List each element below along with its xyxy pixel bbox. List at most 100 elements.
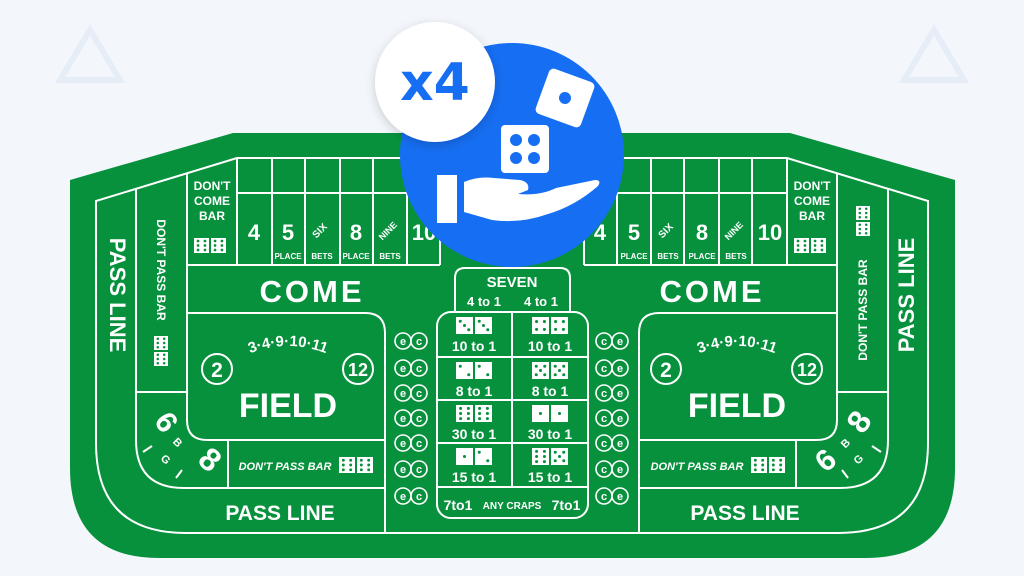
place-5[interactable]: 5 (282, 220, 294, 245)
die-pip (359, 468, 363, 472)
place-4[interactable]: 4 (248, 220, 261, 245)
die-6-icon (811, 238, 826, 253)
dont-pass-bar-side-right[interactable]: DON'T PASS BAR (856, 206, 870, 361)
ce-bet-e[interactable]: e (394, 332, 412, 350)
ce-bet-c[interactable]: c (410, 332, 428, 350)
any-craps-bet[interactable]: 7to1 ANY CRAPS 7to1 (444, 497, 581, 513)
ce-bet-e[interactable]: e (611, 487, 629, 505)
die-3-icon (456, 317, 473, 334)
ce-bet-c[interactable]: c (410, 384, 428, 402)
die-pip (761, 468, 765, 472)
proposition-bet[interactable]: 15 to 1 (452, 448, 497, 485)
proposition-box (436, 267, 589, 519)
die-pip (864, 223, 868, 227)
ce-bet-e[interactable]: e (611, 384, 629, 402)
ce-bet-c[interactable]: c (595, 487, 613, 505)
pass-line-bottom-right[interactable]: PASS LINE (690, 502, 799, 525)
die-pip (196, 248, 200, 252)
ce-bet-c[interactable]: c (595, 460, 613, 478)
place-10[interactable]: 10 (758, 220, 782, 245)
proposition-bet[interactable]: 30 to 1 (528, 405, 573, 442)
label: DON'T (794, 179, 832, 193)
ce-circle (611, 359, 629, 377)
place-5[interactable]: 5 (628, 220, 640, 245)
die-face (211, 238, 226, 253)
die-5-icon (551, 362, 568, 379)
die-pip (213, 239, 217, 243)
dice-pair-icon (794, 238, 826, 253)
proposition-bet[interactable]: 8 to 1 (532, 362, 569, 399)
ce-letter: c (601, 363, 607, 375)
die-pip (820, 239, 824, 243)
place-label: PLACE (274, 252, 302, 261)
ce-bet-c[interactable]: c (410, 487, 428, 505)
pass-line-side-right[interactable]: PASS LINE (894, 238, 919, 353)
ce-bet-c[interactable]: c (410, 434, 428, 452)
die-pip (858, 223, 862, 227)
die-pip (162, 357, 166, 361)
die-6-icon (339, 457, 355, 473)
dont-come-bar-left[interactable]: DON'T COME BAR (194, 179, 232, 253)
ce-bet-e[interactable]: e (394, 359, 412, 377)
ce-bet-e[interactable]: e (611, 359, 629, 377)
die-pip (858, 207, 862, 211)
seven-bet[interactable]: SEVEN 4 to 1 4 to 1 (467, 274, 558, 309)
die-pip (156, 353, 160, 357)
dont-pass-bar-side-left[interactable]: DON'T PASS BAR (154, 219, 168, 366)
ce-bet-c[interactable]: c (410, 359, 428, 377)
place-8[interactable]: 8 (350, 220, 362, 245)
ce-bet-c[interactable]: c (595, 332, 613, 350)
dont-pass-bar-bottom-right[interactable]: DON'T PASS BAR (651, 457, 785, 473)
field-circle-12 (342, 353, 374, 385)
proposition-bet[interactable]: 10 to 1 (528, 317, 573, 354)
proposition-bet[interactable]: 8 to 1 (456, 362, 493, 399)
ce-bet-e[interactable]: e (611, 409, 629, 427)
proposition-bet[interactable]: 15 to 1 (528, 448, 573, 485)
ce-bet-e[interactable]: e (394, 384, 412, 402)
ce-bet-c[interactable]: c (595, 359, 613, 377)
come-bet-right[interactable]: COME (660, 274, 765, 309)
die-pip (535, 320, 539, 324)
ce-bet-e[interactable]: e (394, 487, 412, 505)
ce-bet-c[interactable]: c (410, 409, 428, 427)
ce-bet-e[interactable]: e (611, 460, 629, 478)
die-pip (459, 417, 463, 421)
come-bet-left[interactable]: COME (260, 274, 365, 309)
die-pip (213, 248, 217, 252)
ce-bet-e[interactable]: e (394, 460, 412, 478)
hand-rolling-dice-icon (437, 68, 600, 223)
ce-bet-e[interactable]: e (394, 434, 412, 452)
ce-letter: c (416, 413, 422, 425)
dont-pass-bar-bottom-left[interactable]: DON'T PASS BAR (239, 457, 373, 473)
label: BAR (799, 209, 825, 223)
die-pip (557, 368, 562, 373)
dont-come-bar-right[interactable]: DON'T COME BAR (794, 179, 832, 253)
die-pip (538, 368, 543, 373)
proposition-bet[interactable]: 10 to 1 (452, 317, 497, 354)
die-6-icon (456, 405, 473, 422)
die-pip (485, 411, 489, 416)
table-lines-left (95, 157, 512, 534)
die-1-icon (551, 405, 568, 422)
ce-circle (611, 384, 629, 402)
die-pip (162, 337, 166, 341)
pass-line-bottom-left[interactable]: PASS LINE (225, 502, 334, 525)
die-face (154, 352, 168, 366)
ce-letter: c (601, 438, 607, 450)
ce-bet-e[interactable]: e (394, 409, 412, 427)
die-face (456, 362, 473, 379)
ce-bet-c[interactable]: c (410, 460, 428, 478)
ce-bet-e[interactable]: e (611, 332, 629, 350)
ce-bet-c[interactable]: c (595, 434, 613, 452)
pass-line-side-left[interactable]: PASS LINE (105, 238, 130, 353)
proposition-bet[interactable]: 30 to 1 (452, 405, 497, 442)
place-8[interactable]: 8 (696, 220, 708, 245)
die-pip (553, 459, 557, 463)
ce-bet-c[interactable]: c (595, 384, 613, 402)
die-pip (359, 463, 363, 467)
die-1-icon (532, 405, 549, 422)
ce-bet-e[interactable]: e (611, 434, 629, 452)
ce-letter: e (617, 464, 623, 476)
ce-bet-c[interactable]: c (595, 409, 613, 427)
die-6-icon (532, 448, 549, 465)
